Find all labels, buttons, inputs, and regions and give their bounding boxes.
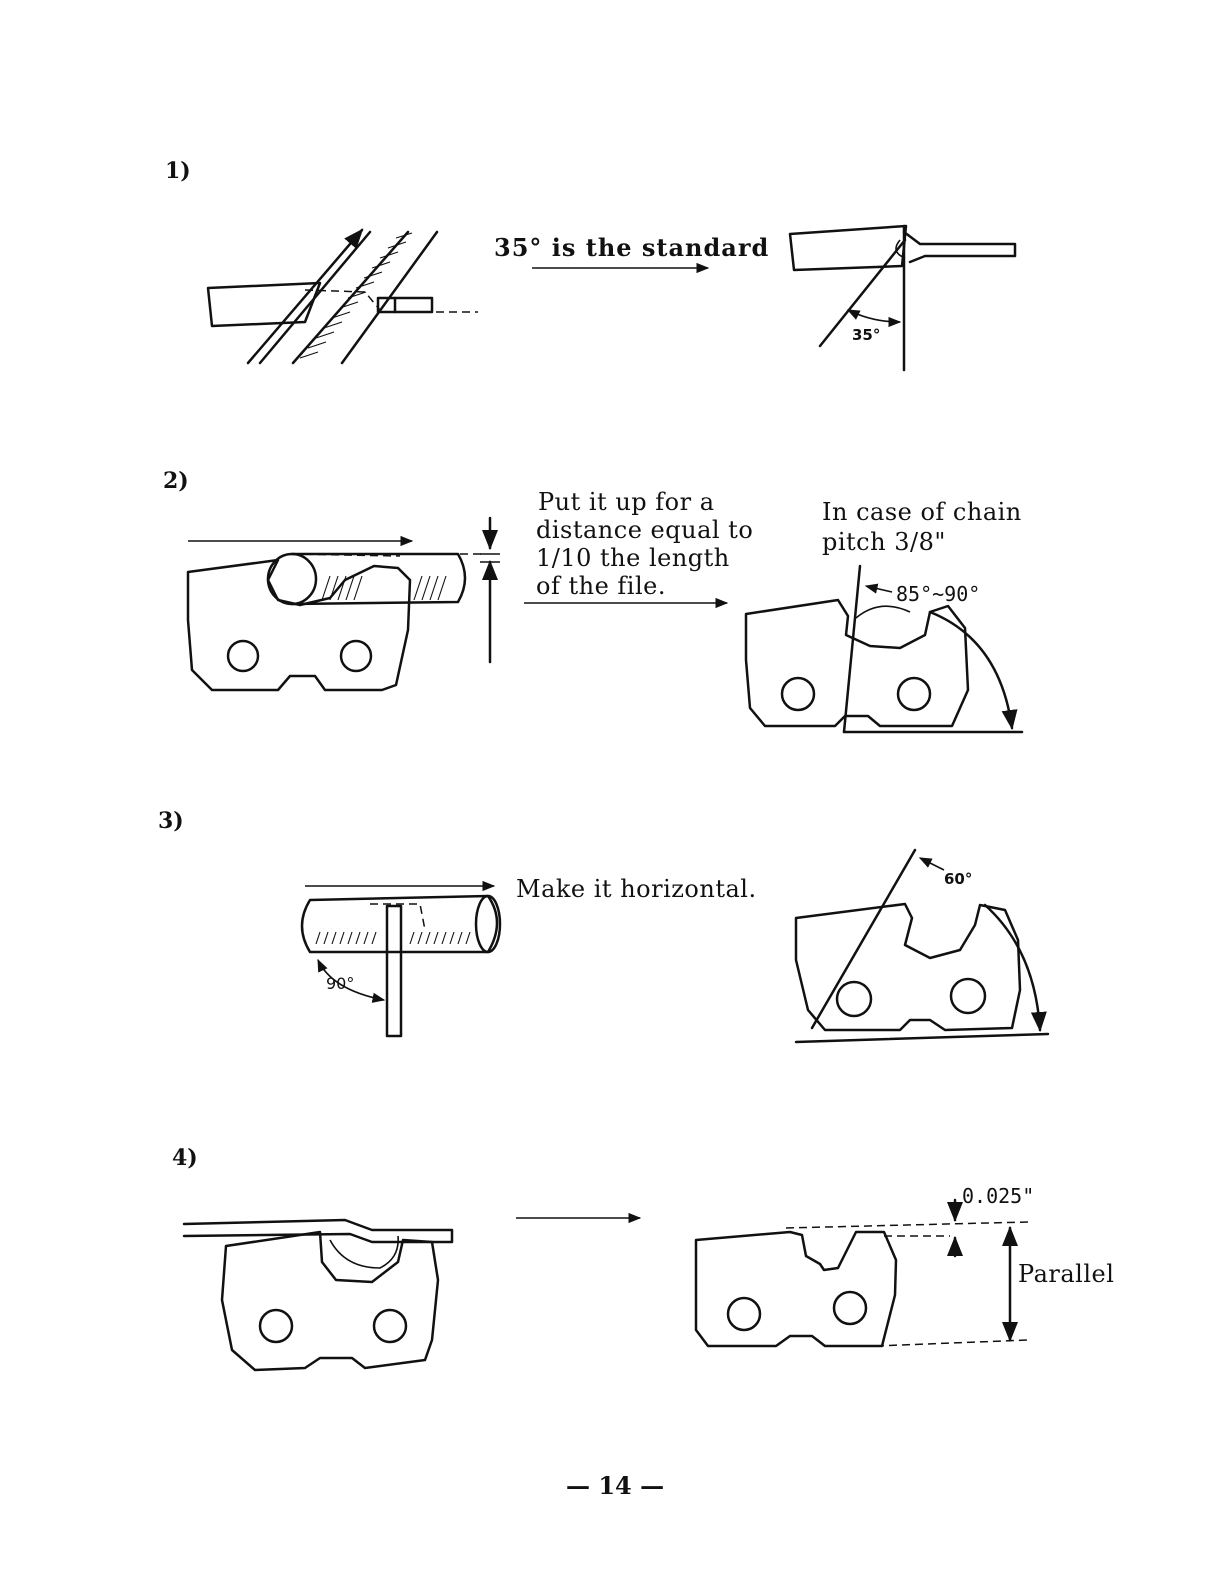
- step1-file-top-view: [208, 230, 478, 363]
- step2-angle-label: 85°~90°: [896, 584, 980, 604]
- step1-angle-label: 35°: [852, 328, 880, 343]
- step-1-number: 1): [165, 160, 191, 182]
- step2-caption-line2: distance equal to: [536, 518, 753, 542]
- step-2-number: 2): [163, 470, 189, 492]
- step2-caption-line4: of the file.: [536, 574, 666, 598]
- step4-dimension: 0.025": [962, 1186, 1034, 1206]
- step2-cutter-with-file: [188, 518, 500, 690]
- step2-angle-diagram: [746, 566, 1022, 732]
- step4-finished-cutter: [696, 1200, 1028, 1346]
- step1-angle-diagram: [790, 226, 1015, 370]
- step1-caption: 35° is the standard: [494, 236, 769, 260]
- step3-angle-left: 90°: [326, 976, 354, 992]
- step3-angle-right: 60°: [944, 872, 972, 887]
- step2-caption-line1: Put it up for a: [538, 490, 715, 514]
- step3-caption: Make it horizontal.: [516, 877, 757, 901]
- step4-depth-gauge-tool: [184, 1220, 452, 1370]
- step3-horizontal-file: [302, 886, 500, 1036]
- step2-caption-line3: 1/10 the length: [536, 546, 730, 570]
- page-number: — 14 —: [566, 1474, 664, 1498]
- step2-note-line2: pitch 3/8": [822, 530, 946, 554]
- step3-angle-diagram: [796, 850, 1048, 1042]
- step4-parallel-label: Parallel: [1018, 1262, 1114, 1286]
- step2-note-line1: In case of chain: [822, 500, 1022, 524]
- step-3-number: 3): [158, 810, 184, 832]
- step-4-number: 4): [172, 1147, 198, 1169]
